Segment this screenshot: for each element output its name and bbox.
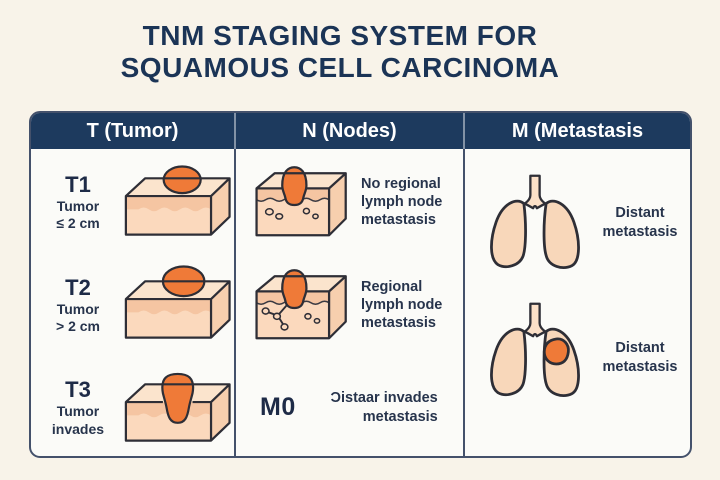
right-lung-icon xyxy=(542,199,580,269)
t1-desc: Tumor xyxy=(56,197,100,214)
tumor-icon xyxy=(161,372,195,424)
m0-text-line-2: metastasis xyxy=(362,408,438,425)
lymph-node-icon xyxy=(302,207,311,215)
t2-code: T2 xyxy=(65,274,91,300)
t-column: T1 Tumor ≤ 2 cm T2 xyxy=(31,149,236,456)
tumor-icon xyxy=(281,166,308,207)
t2-label: T2 Tumor > 2 cm xyxy=(47,275,109,336)
n0-text: No regional lymph node metastasis xyxy=(361,175,443,229)
lymph-node-icon xyxy=(261,307,270,315)
tumor-icon xyxy=(162,165,202,195)
tumor-icon xyxy=(281,269,308,310)
header-t-column: T (Tumor) xyxy=(31,113,236,149)
trachea-icon xyxy=(523,174,547,210)
lymph-node-icon xyxy=(304,312,312,320)
t3-size: invades xyxy=(51,420,105,437)
lymph-node-icon xyxy=(272,312,282,321)
title-line-2: SQUAMOUS CELL CARCINOMA xyxy=(120,52,560,84)
lymph-node-icon xyxy=(313,317,321,324)
m0-row: M0 Ɔistaar invades metastasis xyxy=(236,355,463,456)
header-n-column: N (Nodes) xyxy=(236,113,465,149)
m1-text: Distant metastasis xyxy=(602,205,678,240)
lungs-with-metastasis-icon xyxy=(490,302,580,397)
header-m-column: M (Metastasis xyxy=(511,119,644,142)
t3-label: T3 Tumor invades xyxy=(47,377,109,438)
lymph-node-icon xyxy=(275,212,284,220)
t1-code: T1 xyxy=(65,171,91,197)
table-body: T1 Tumor ≤ 2 cm T2 xyxy=(31,149,690,456)
t1-label: T1 Tumor ≤ 2 cm xyxy=(47,172,109,233)
n1-row: Regional lymph node metastasis xyxy=(236,255,463,355)
n-column: No regional lymph node metastasis xyxy=(236,149,465,456)
t1-row: T1 Tumor ≤ 2 cm xyxy=(31,149,234,255)
m0-text: Ɔistaar invades metastasis xyxy=(310,389,438,427)
m-column: Distant metastasis Distant metastasis xyxy=(465,149,690,456)
skin-block-lymph-nodes-icon xyxy=(255,166,347,237)
t2-desc: Tumor xyxy=(56,300,100,317)
lymph-node-icon xyxy=(264,208,274,216)
m2-text: Distant metastasis xyxy=(602,340,678,375)
tnm-staging-table: T (Tumor) N (Nodes) M (Metastasis T1 Tum… xyxy=(29,111,692,458)
trachea-icon xyxy=(523,302,547,338)
title-line-1: TNM STAGING SYSTEM FOR xyxy=(142,20,538,51)
lymph-node-icon xyxy=(280,323,289,331)
skin-block-invading-tumor-icon xyxy=(124,372,231,442)
left-lung-icon xyxy=(490,327,527,397)
n1-text: Regional lymph node metastasis xyxy=(361,278,443,332)
lungs-healthy-icon xyxy=(490,174,580,269)
table-header-row: T (Tumor) N (Nodes) M (Metastasis xyxy=(31,113,690,149)
metastasis-tumor-icon xyxy=(542,337,570,366)
left-lung-icon xyxy=(490,199,527,269)
t3-desc: Tumor xyxy=(56,403,100,419)
page-title: TNM STAGING SYSTEM FOR SQUAMOUS CELL CAR… xyxy=(0,20,680,85)
m-row-1: Distant metastasis xyxy=(465,149,690,297)
t2-row: T2 Tumor > 2 cm xyxy=(31,255,234,355)
skin-block-small-tumor-icon xyxy=(124,165,231,236)
skin-block-lymph-spread-icon xyxy=(255,269,347,340)
lymph-node-icon xyxy=(312,213,319,220)
t3-code: T3 xyxy=(65,377,91,402)
m0-text-line-1: Ɔistaar invades xyxy=(330,389,438,406)
t2-size: > 2 cm xyxy=(56,318,100,334)
t3-row: T3 Tumor invades xyxy=(31,355,234,456)
m-row-2: Distant metastasis xyxy=(465,297,690,456)
skin-block-large-tumor-icon xyxy=(124,265,231,339)
t1-size: ≤ 2 cm xyxy=(56,215,100,231)
n0-row: No regional lymph node metastasis xyxy=(236,149,463,255)
m0-code: M0 xyxy=(260,393,296,421)
